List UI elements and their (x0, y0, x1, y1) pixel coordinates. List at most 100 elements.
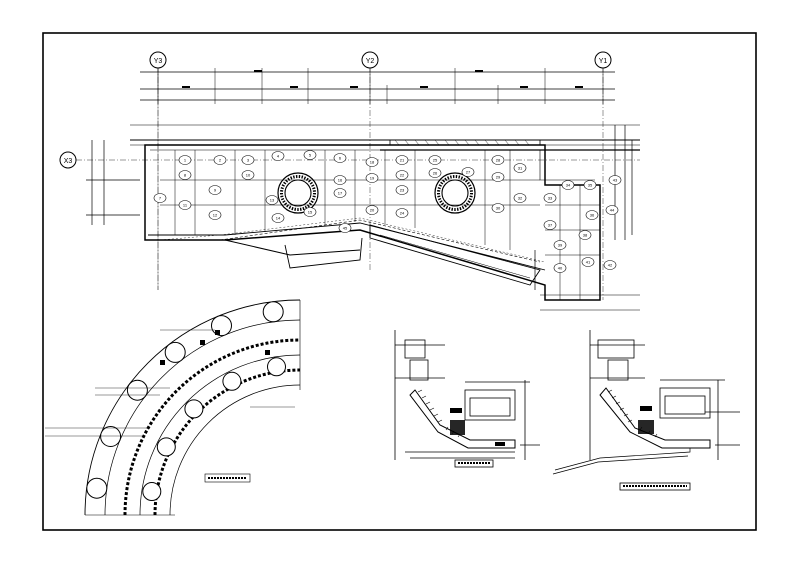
room-number-marker: 31 (513, 163, 527, 173)
room-number-marker: 10 (241, 170, 255, 180)
pile-hole (100, 426, 122, 447)
room-number-label: 37 (548, 223, 553, 228)
room-number-label: 32 (518, 196, 523, 201)
room-number-label: 8 (184, 173, 187, 178)
pile-hole (211, 315, 232, 337)
floor-plan (76, 66, 640, 311)
ring-structure-right (434, 172, 476, 214)
room-number-marker: 26 (428, 168, 442, 178)
room-number-marker: 1 (178, 155, 192, 165)
room-number-marker: 38 (578, 230, 592, 240)
room-number-label: 3 (247, 158, 250, 163)
pile-hole (156, 437, 176, 457)
grid-bubble-y2: Y2 (361, 51, 379, 69)
room-number-marker: 3 (241, 155, 255, 165)
room-number-label: 28 (496, 158, 501, 163)
pile-hole (262, 301, 284, 323)
room-number-marker: 21 (395, 155, 409, 165)
room-number-label: 19 (370, 176, 375, 181)
room-number-marker: 42 (603, 260, 617, 270)
room-number-marker: 33 (543, 193, 557, 203)
room-number-label: 44 (610, 208, 615, 213)
grid-bubble-y3: Y3 (149, 51, 167, 69)
axis-label-y1: Y1 (599, 58, 608, 65)
room-number-marker: 28 (491, 155, 505, 165)
room-number-marker: 7 (153, 193, 167, 203)
room-number-label: 7 (159, 196, 162, 201)
room-number-marker: 36 (585, 210, 599, 220)
room-number-marker: 39 (553, 240, 567, 250)
section-detail-2 (552, 330, 740, 491)
room-number-label: 39 (558, 243, 563, 248)
room-number-marker: 6 (333, 153, 347, 163)
pile-hole (126, 379, 148, 401)
room-number-label: 12 (213, 213, 218, 218)
room-number-marker: 12 (208, 210, 222, 220)
room-number-marker: 15 (303, 207, 317, 217)
room-number-label: 11 (183, 203, 188, 208)
room-number-label: 15 (308, 210, 313, 215)
room-number-marker: 37 (543, 220, 557, 230)
room-number-label: 34 (566, 183, 571, 188)
room-number-marker: 5 (303, 150, 317, 160)
room-number-label: 30 (496, 206, 501, 211)
room-number-marker: 23 (395, 185, 409, 195)
room-number-label: 23 (400, 188, 405, 193)
grid-bubble-y1: Y1 (594, 51, 612, 69)
room-number-label: 20 (370, 208, 375, 213)
room-number-marker: 45 (338, 223, 352, 233)
room-number-marker: 11 (178, 200, 192, 210)
room-number-marker: 8 (178, 170, 192, 180)
axis-label-x3: X3 (64, 158, 73, 165)
room-number-marker: 14 (271, 213, 285, 223)
room-number-marker: 22 (395, 170, 409, 180)
ring-wall-detail (45, 299, 301, 516)
room-number-marker: 4 (271, 151, 285, 161)
room-number-label: 10 (246, 173, 251, 178)
ring-structure-left (277, 172, 319, 214)
room-number-label: 1 (184, 158, 187, 163)
axis-label-y2: Y2 (366, 58, 375, 65)
room-number-label: 27 (466, 170, 471, 175)
room-number-marker: 18 (365, 157, 379, 167)
room-number-marker: 34 (561, 180, 575, 190)
room-number-label: 36 (590, 213, 595, 218)
room-number-marker: 24 (395, 208, 409, 218)
room-number-label: 45 (343, 226, 348, 231)
room-number-label: 21 (400, 158, 405, 163)
room-number-label: 14 (276, 216, 281, 221)
pile-hole (267, 357, 286, 377)
grid-bubble-x3: X3 (59, 151, 77, 169)
room-number-marker: 13 (265, 195, 279, 205)
pile-hole (86, 477, 108, 499)
room-number-label: 26 (433, 171, 438, 176)
room-number-label: 17 (338, 191, 343, 196)
room-number-label: 43 (613, 178, 618, 183)
pile-hole (142, 482, 162, 501)
room-number-label: 24 (400, 211, 405, 216)
room-number-label: 4 (277, 154, 280, 159)
room-number-label: 5 (309, 153, 312, 158)
sheet-border (42, 32, 757, 531)
room-number-label: 35 (588, 183, 593, 188)
pile-hole (164, 341, 186, 363)
room-number-marker: 19 (365, 173, 379, 183)
room-number-marker: 25 (428, 155, 442, 165)
room-number-marker: 44 (605, 205, 619, 215)
room-number-marker: 43 (608, 175, 622, 185)
room-number-label: 18 (370, 160, 375, 165)
room-number-label: 29 (496, 175, 501, 180)
room-number-marker: 35 (583, 180, 597, 190)
room-number-marker: 41 (581, 257, 595, 267)
room-number-marker: 30 (491, 203, 505, 213)
room-number-label: 16 (338, 178, 343, 183)
pile-hole (222, 371, 242, 391)
room-number-marker: 40 (553, 263, 567, 273)
room-number-marker: 32 (513, 193, 527, 203)
room-number-marker: 29 (491, 172, 505, 182)
room-number-label: 13 (270, 198, 275, 203)
room-number-marker: 2 (213, 155, 227, 165)
room-number-marker: 16 (333, 175, 347, 185)
